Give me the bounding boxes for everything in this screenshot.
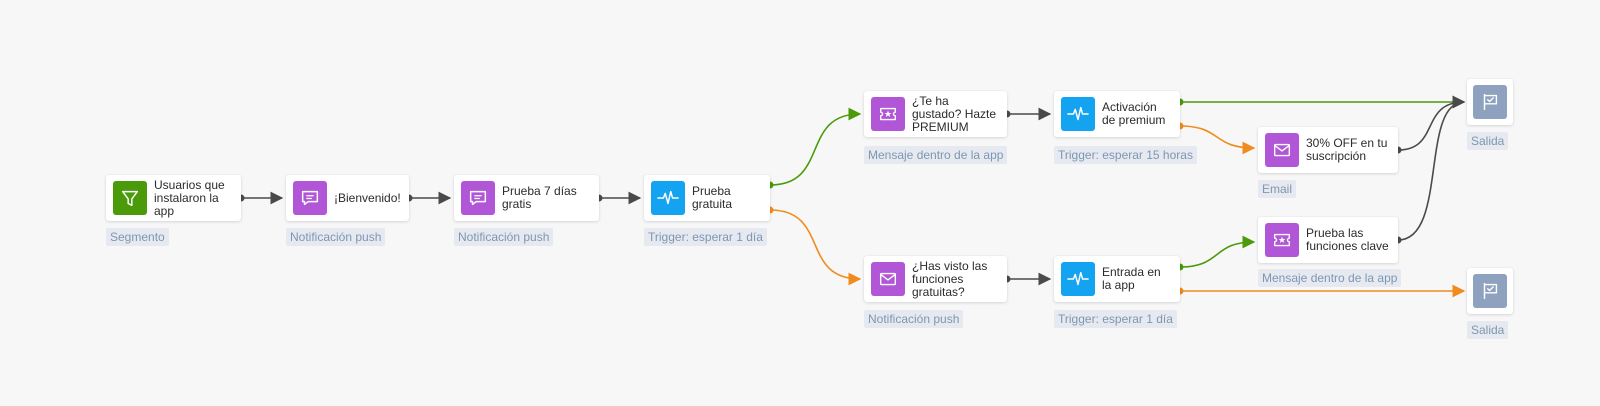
pulse-icon: [1061, 262, 1095, 296]
node-type-tag: Trigger: esperar 1 día: [644, 228, 767, 246]
node-type-tag: Salida: [1467, 321, 1509, 339]
node-type-tag: Notificación push: [454, 228, 554, 246]
node-type-tag: Mensaje dentro de la app: [1258, 269, 1402, 287]
node-exit-top[interactable]: [1467, 79, 1513, 125]
node-type-tag: Salida: [1467, 132, 1509, 150]
node-label: Usuarios que instalaron la app: [154, 177, 225, 218]
node-type-tag: Notificación push: [864, 310, 964, 328]
node-label: ¡Bienvenido!: [334, 190, 401, 205]
edge-liked-premium: [1003, 107, 1052, 121]
edge-entry-no-exit: [1176, 284, 1466, 298]
node-segment[interactable]: Usuarios que instalaron la app: [106, 175, 241, 221]
flag-check-icon: [1473, 85, 1507, 119]
node-liked-message[interactable]: ¿Te ha gustado? Hazte PREMIUM: [864, 91, 1007, 137]
edge-premium-yes-exit: [1176, 95, 1466, 109]
node-type-tag: Trigger: esperar 15 horas: [1054, 146, 1197, 164]
node-label: Prueba 7 días gratis: [502, 184, 577, 211]
edge-trigger-yes: [766, 107, 862, 189]
edge-trigger-no: [766, 206, 862, 286]
node-type-tag: Trigger: esperar 1 día: [1054, 310, 1177, 328]
pulse-icon: [1061, 97, 1095, 131]
node-label: ¿Te ha gustado? Hazte PREMIUM: [912, 93, 997, 134]
node-label: Activación de premium: [1102, 100, 1166, 127]
node-entry-trigger[interactable]: Entrada en la app: [1054, 256, 1180, 302]
edge-features-exit: [1394, 95, 1466, 244]
edge-email-exit: [1394, 95, 1466, 154]
envelope-icon: [1265, 133, 1299, 167]
node-trial-push[interactable]: Prueba 7 días gratis: [454, 175, 599, 221]
node-label: Entrada en la app: [1102, 265, 1161, 292]
edge-segment-welcome: [237, 191, 284, 205]
flag-check-icon: [1473, 274, 1507, 308]
edge-premium-no-email: [1176, 122, 1256, 155]
node-features-message[interactable]: Prueba las funciones clave: [1258, 217, 1398, 263]
node-type-tag: Mensaje dentro de la app: [864, 146, 1008, 164]
ticket-star-icon: [1265, 223, 1299, 257]
ticket-star-icon: [871, 97, 905, 131]
chat-bubble-icon: [461, 181, 495, 215]
node-premium-trigger[interactable]: Activación de premium: [1054, 91, 1180, 137]
node-type-tag: Notificación push: [286, 228, 386, 246]
edge-seen-entry: [1003, 272, 1052, 286]
node-welcome[interactable]: ¡Bienvenido!: [286, 175, 409, 221]
node-type-tag: Email: [1258, 180, 1297, 198]
node-label: ¿Has visto las funciones gratuitas?: [912, 258, 988, 299]
node-label: 30% OFF en tu suscripción: [1306, 136, 1388, 163]
node-discount-email[interactable]: 30% OFF en tu suscripción: [1258, 127, 1398, 173]
node-exit-bottom[interactable]: [1467, 268, 1513, 314]
edge-entry-yes-features: [1176, 235, 1256, 271]
edge-trialpush-trigger: [595, 191, 642, 205]
edge-welcome-trialpush: [405, 191, 452, 205]
node-type-tag: Segmento: [106, 228, 169, 246]
envelope-icon: [871, 262, 905, 296]
node-seen-push[interactable]: ¿Has visto las funciones gratuitas?: [864, 256, 1007, 302]
node-label: Prueba las funciones clave: [1306, 226, 1389, 253]
pulse-icon: [651, 181, 685, 215]
node-label: Prueba gratuita: [692, 184, 733, 211]
chat-bubble-icon: [293, 181, 327, 215]
node-trial-trigger[interactable]: Prueba gratuita: [644, 175, 770, 221]
filter-icon: [113, 181, 147, 215]
